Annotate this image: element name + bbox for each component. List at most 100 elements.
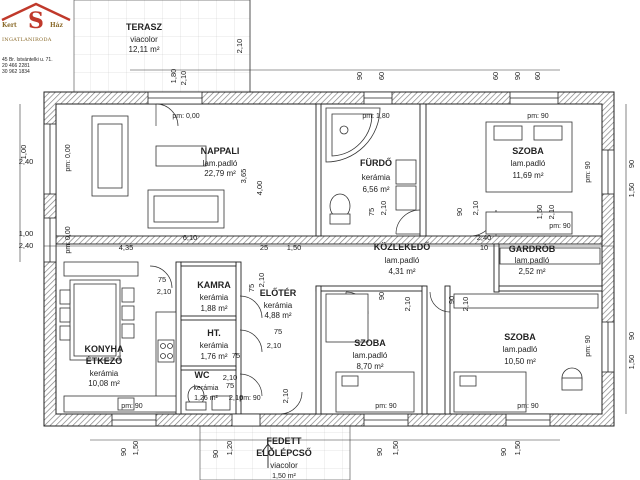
brand-address: 45 Br. Istvántelki u. 71. bbox=[2, 57, 53, 63]
svg-text:90: 90 bbox=[447, 296, 456, 304]
room-bedroom3: SZOBA lam.padló 10,50 m² bbox=[503, 332, 538, 366]
svg-text:75: 75 bbox=[367, 208, 376, 216]
svg-text:25: 25 bbox=[260, 243, 268, 252]
brand-phone-1: 20 466 2281 bbox=[2, 63, 30, 69]
svg-text:60: 60 bbox=[377, 72, 386, 80]
svg-text:90: 90 bbox=[375, 448, 384, 456]
svg-text:1,50: 1,50 bbox=[627, 355, 636, 370]
room-entrance: ELŐTÉR kerámia 4,88 m² bbox=[260, 287, 297, 320]
svg-text:1,50: 1,50 bbox=[391, 441, 400, 456]
bedrooms-furniture bbox=[325, 293, 599, 413]
porch-area bbox=[199, 421, 351, 480]
svg-text:75: 75 bbox=[226, 381, 234, 390]
room-wardrobe: GARDRÓB lam.padló 2,52 m² bbox=[509, 243, 556, 276]
svg-text:2,10: 2,10 bbox=[229, 393, 244, 402]
room-bedroom1: SZOBA lam.padló 11,69 m² bbox=[511, 146, 546, 180]
house-roof-icon: S bbox=[1, 2, 71, 34]
kitchen-furniture bbox=[59, 261, 177, 413]
svg-text:SZOBA: SZOBA bbox=[512, 146, 544, 156]
interior-walls bbox=[55, 103, 603, 415]
svg-text:90: 90 bbox=[455, 208, 464, 216]
brand-left: Kert bbox=[2, 22, 17, 29]
svg-text:1,50: 1,50 bbox=[287, 243, 302, 252]
room-bath: FÜRDŐ kerámia 6,56 m² bbox=[360, 157, 392, 194]
svg-text:KAMRA: KAMRA bbox=[197, 280, 231, 290]
svg-text:pm: 0,00: pm: 0,00 bbox=[172, 113, 199, 120]
svg-text:2,10: 2,10 bbox=[157, 287, 172, 296]
svg-text:kerámia: kerámia bbox=[90, 369, 119, 378]
svg-text:lam.padló: lam.padló bbox=[353, 351, 388, 360]
svg-text:4,31 m²: 4,31 m² bbox=[388, 267, 415, 276]
svg-text:pm: 0,00: pm: 0,00 bbox=[65, 144, 72, 171]
svg-text:KÖZLEKEDŐ: KÖZLEKEDŐ bbox=[374, 241, 431, 252]
agency-logo: S Kert Ház INGATLANIRODA 45 Br. Istvánte… bbox=[0, 0, 72, 96]
svg-text:4,88 m²: 4,88 m² bbox=[264, 311, 291, 320]
svg-text:2,10: 2,10 bbox=[257, 273, 266, 288]
svg-text:kerámia: kerámia bbox=[264, 301, 293, 310]
svg-text:75: 75 bbox=[232, 351, 240, 360]
svg-text:1,50: 1,50 bbox=[131, 441, 140, 456]
svg-text:pm: 1,80: pm: 1,80 bbox=[362, 113, 389, 120]
svg-text:2,40: 2,40 bbox=[19, 241, 34, 250]
svg-text:75: 75 bbox=[158, 275, 166, 284]
entrance-arrow bbox=[261, 443, 275, 468]
svg-text:2,10: 2,10 bbox=[223, 373, 238, 382]
svg-text:22,79 m²: 22,79 m² bbox=[204, 169, 236, 178]
svg-text:lam.padló: lam.padló bbox=[385, 256, 420, 265]
svg-text:SZOBA: SZOBA bbox=[504, 332, 536, 342]
svg-text:GARDRÓB: GARDRÓB bbox=[509, 243, 556, 254]
wc-fixtures bbox=[185, 385, 231, 411]
brand-right: Ház bbox=[50, 22, 63, 29]
svg-text:1,26 m²: 1,26 m² bbox=[194, 395, 218, 402]
svg-text:2,40: 2,40 bbox=[477, 233, 492, 242]
svg-text:60: 60 bbox=[533, 72, 542, 80]
svg-text:pm: 90: pm: 90 bbox=[239, 395, 261, 402]
svg-text:90: 90 bbox=[627, 160, 636, 168]
terrace-area bbox=[73, 0, 251, 93]
svg-text:2,10: 2,10 bbox=[179, 71, 188, 86]
svg-text:11,69 m²: 11,69 m² bbox=[513, 171, 544, 180]
parapet-labels: pm: 0,00 pm: 1,80 pm: 90 pm: 0,00 pm: 0,… bbox=[65, 113, 592, 410]
svg-text:pm: 90: pm: 90 bbox=[375, 403, 397, 410]
svg-text:pm: 0,00: pm: 0,00 bbox=[65, 226, 72, 253]
svg-text:1,00: 1,00 bbox=[19, 145, 28, 160]
svg-text:WC: WC bbox=[195, 370, 210, 380]
svg-text:90: 90 bbox=[627, 332, 636, 340]
svg-text:2,10: 2,10 bbox=[461, 297, 470, 312]
svg-text:1,76 m²: 1,76 m² bbox=[200, 352, 227, 361]
dimension-lines bbox=[19, 69, 627, 441]
svg-text:lam.padló: lam.padló bbox=[203, 159, 238, 168]
svg-text:pm: 90: pm: 90 bbox=[121, 403, 143, 410]
svg-text:8,70 m²: 8,70 m² bbox=[356, 362, 383, 371]
room-kitchen: KONYHA ÉTKEZŐ kerámia 10,08 m² bbox=[84, 344, 124, 388]
svg-text:90: 90 bbox=[513, 72, 522, 80]
svg-text:lam.padló: lam.padló bbox=[515, 256, 550, 265]
svg-text:1,50: 1,50 bbox=[535, 205, 544, 220]
svg-text:6,56 m²: 6,56 m² bbox=[362, 185, 389, 194]
svg-text:pm: 90: pm: 90 bbox=[549, 223, 571, 230]
room-hall: KÖZLEKEDŐ lam.padló 4,31 m² bbox=[374, 241, 431, 276]
svg-text:60: 60 bbox=[491, 72, 500, 80]
svg-text:ELŐLÉPCSŐ: ELŐLÉPCSŐ bbox=[256, 447, 312, 458]
svg-text:2,40: 2,40 bbox=[19, 157, 34, 166]
brand-tagline: INGATLANIRODA bbox=[2, 37, 52, 43]
svg-text:10,50 m²: 10,50 m² bbox=[504, 357, 536, 366]
svg-text:pm: 90: pm: 90 bbox=[517, 403, 539, 410]
svg-text:kerámia: kerámia bbox=[362, 173, 391, 182]
svg-text:1,50 m²: 1,50 m² bbox=[272, 473, 296, 480]
svg-text:kerámia: kerámia bbox=[194, 385, 219, 392]
room-wc: WC kerámia 1,26 m² bbox=[194, 370, 219, 402]
svg-text:lam.padló: lam.padló bbox=[503, 345, 538, 354]
bath-fixtures bbox=[325, 107, 417, 225]
svg-text:1,80: 1,80 bbox=[169, 69, 178, 84]
wardrobe-furniture bbox=[499, 247, 601, 265]
svg-text:90: 90 bbox=[377, 292, 386, 300]
svg-text:pm: 90: pm: 90 bbox=[585, 335, 592, 357]
svg-text:1,20: 1,20 bbox=[225, 441, 234, 456]
bedroom1-furniture bbox=[485, 121, 573, 235]
svg-text:2,10: 2,10 bbox=[471, 201, 480, 216]
svg-text:10: 10 bbox=[480, 243, 488, 252]
svg-text:90: 90 bbox=[355, 72, 364, 80]
svg-text:S: S bbox=[28, 8, 44, 34]
